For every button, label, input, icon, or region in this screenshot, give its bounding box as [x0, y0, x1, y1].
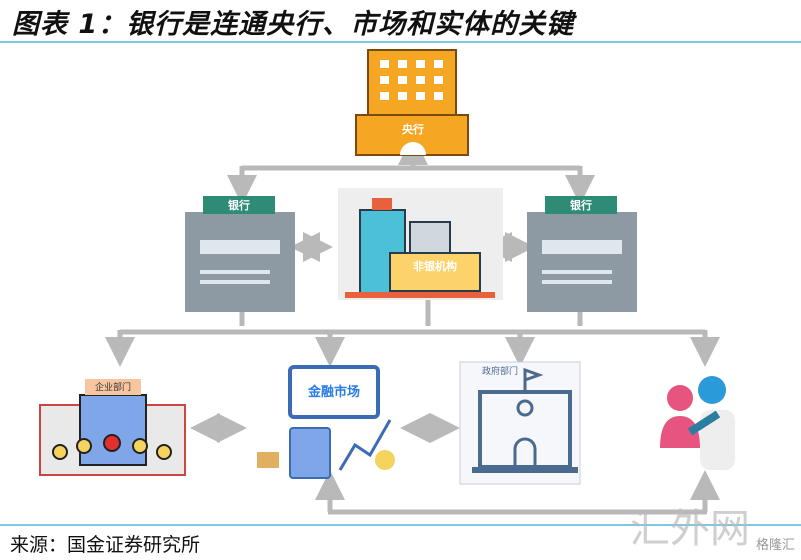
central-bank-icon — [355, 49, 469, 156]
bank-left-label: 银行 — [228, 198, 250, 212]
government-icon — [459, 361, 581, 485]
watermark: 汇外网 — [630, 506, 750, 552]
bank-right-icon — [527, 196, 637, 312]
residents-icon — [660, 376, 735, 470]
top-divider — [0, 41, 801, 43]
non-bank-institution-icon — [338, 188, 503, 300]
non-bank-label: 非银机构 — [413, 259, 457, 273]
financial-market-icon — [257, 365, 395, 479]
figure-title: 图表 1：银行是连通央行、市场和实体的关键 — [12, 9, 575, 40]
bank-left-icon — [185, 196, 295, 312]
enterprise-icon — [39, 379, 186, 476]
watermark-sub: 格隆汇 — [756, 538, 796, 553]
central-bank-label: 央行 — [402, 122, 424, 136]
government-label: 政府部门 — [482, 365, 518, 377]
enterprise-label: 企业部门 — [95, 381, 131, 393]
source-note: 来源：国金证券研究所 — [10, 534, 201, 556]
financial-market-label: 金融市场 — [307, 384, 360, 400]
bank-right-label: 银行 — [570, 198, 592, 212]
bottom-divider — [0, 524, 801, 526]
